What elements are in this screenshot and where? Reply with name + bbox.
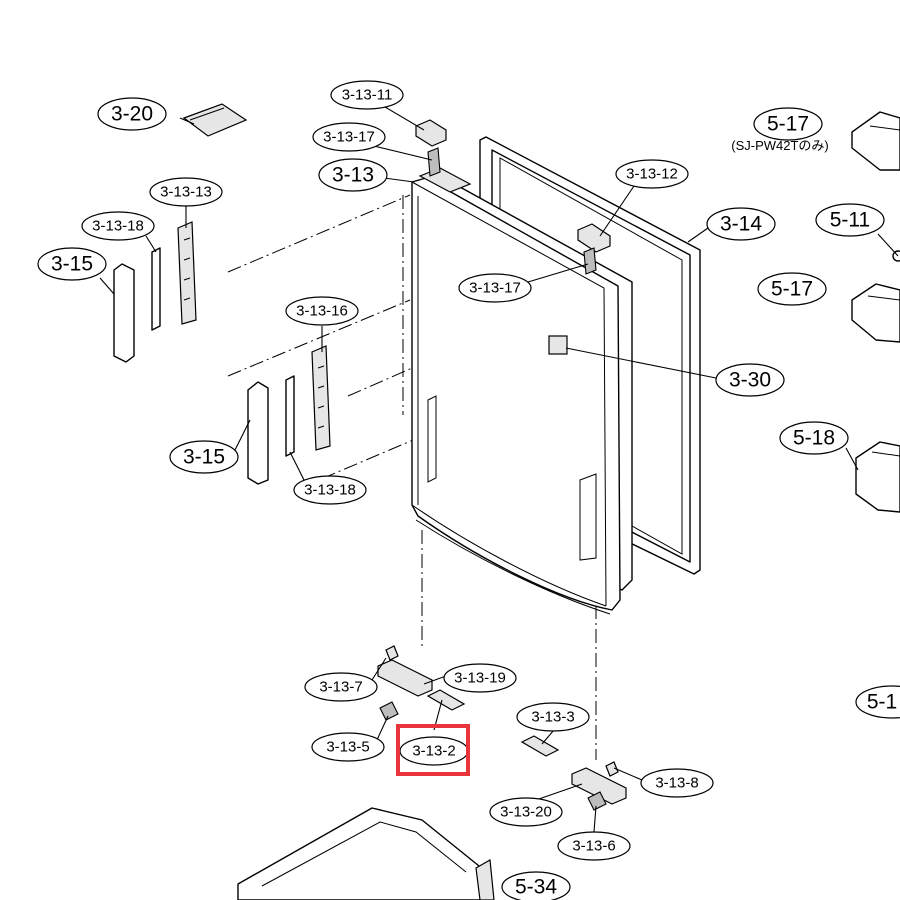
highlight-box	[396, 724, 470, 776]
svg-text:3-13-3: 3-13-3	[531, 709, 574, 726]
svg-text:3-15: 3-15	[51, 253, 93, 276]
hinge-pin-3-13-17-upper	[427, 147, 441, 177]
label-5-34: 5-34	[501, 871, 571, 900]
handle-frame-3-13-13	[177, 221, 197, 325]
svg-text:5-18: 5-18	[793, 427, 835, 450]
hinge-pin-3-13-17-lower	[583, 247, 597, 275]
label-3-13-20: 3-13-20	[489, 797, 563, 827]
shelf-5-17-lower	[851, 283, 900, 343]
svg-text:5-1: 5-1	[867, 691, 897, 714]
pin-3-13-8	[605, 761, 619, 777]
label-3-13-16: 3-13-16	[285, 296, 359, 326]
label-5-17-lower: 5-17	[757, 272, 827, 306]
label-3-13-12: 3-13-12	[615, 159, 689, 189]
handle-frame-3-13-16	[311, 345, 331, 451]
svg-text:(SJ-PW42Tのみ): (SJ-PW42Tのみ)	[731, 138, 829, 153]
svg-text:3-13-11: 3-13-11	[342, 87, 393, 104]
label-3-13-17-lower: 3-13-17	[458, 273, 532, 303]
svg-text:3-20: 3-20	[111, 103, 153, 126]
nut-3-13-5	[379, 701, 399, 721]
svg-text:5-17: 5-17	[771, 278, 813, 301]
label-3-13-13: 3-13-13	[149, 177, 223, 207]
svg-text:3-30: 3-30	[729, 369, 771, 392]
svg-text:5-17: 5-17	[767, 113, 809, 136]
svg-text:3-13-17: 3-13-17	[469, 280, 521, 297]
label-5-11: 5-11	[815, 203, 885, 237]
svg-text:3-14: 3-14	[720, 213, 762, 236]
label-3-13-7: 3-13-7	[304, 672, 378, 702]
label-3-30: 3-30	[715, 363, 785, 397]
label-plate-3-30	[548, 335, 568, 355]
label-3-13-2: 3-13-2	[396, 724, 470, 776]
bottom-hinge-parts	[377, 645, 627, 811]
door-shelves	[851, 111, 900, 513]
label-3-13-17-upper: 3-13-17	[312, 122, 386, 152]
svg-text:3-13: 3-13	[332, 164, 374, 187]
svg-text:3-13-19: 3-13-19	[454, 670, 506, 687]
label-3-13-18-lower: 3-13-18	[293, 475, 367, 505]
hinge-3-13-20	[571, 767, 627, 805]
pad-3-20	[182, 103, 248, 137]
svg-text:3-13-18: 3-13-18	[92, 218, 144, 235]
svg-text:3-13-18: 3-13-18	[304, 482, 356, 499]
bracket-3-13-12	[577, 223, 611, 253]
handle-cover-3-15-upper	[113, 263, 135, 363]
clip-5-11	[892, 250, 900, 262]
svg-text:3-13-13: 3-13-13	[160, 184, 212, 201]
label-3-15-lower: 3-15	[169, 440, 239, 474]
svg-text:3-13-16: 3-13-16	[296, 303, 348, 320]
label-3-13-11: 3-13-11	[330, 80, 404, 110]
label-3-13-5: 3-13-5	[311, 732, 385, 762]
label-3-15-upper: 3-15	[37, 247, 107, 281]
svg-text:3-15: 3-15	[183, 446, 225, 469]
label-3-13-19: 3-13-19	[443, 663, 517, 693]
label-3-13-8: 3-13-8	[640, 768, 714, 798]
top-hinge-parts	[415, 119, 611, 275]
svg-text:5-11: 5-11	[830, 209, 870, 232]
bracket-3-13-3	[520, 735, 560, 757]
bracket-3-13-2	[426, 689, 466, 711]
drawer-5-34	[237, 807, 495, 900]
label-5-17-upper: 5-17 (SJ-PW42Tのみ)	[731, 107, 829, 153]
pin-3-13-7	[385, 645, 399, 661]
label-3-13-18-upper: 3-13-18	[81, 211, 155, 241]
nut-3-13-6	[587, 791, 607, 811]
handle-group-lower	[247, 345, 331, 485]
handle-cover-3-15-lower	[247, 381, 269, 485]
strip-3-13-18-upper	[151, 247, 161, 331]
svg-text:3-13-17: 3-13-17	[323, 129, 375, 146]
label-3-20: 3-20	[97, 97, 167, 131]
svg-text:3-13-12: 3-13-12	[626, 166, 678, 183]
shelf-5-17-upper	[851, 111, 900, 171]
label-3-13-3: 3-13-3	[516, 702, 590, 732]
handle-group-upper	[113, 103, 248, 363]
label-3-14: 3-14	[706, 207, 776, 241]
hinge-3-13-19	[377, 659, 433, 697]
svg-text:3-13-5: 3-13-5	[326, 739, 369, 756]
svg-text:3-13-7: 3-13-7	[319, 679, 362, 696]
label-5-1x: 5-1	[855, 685, 900, 719]
shelf-5-18	[855, 441, 900, 513]
hinge-cap-3-13-11	[415, 119, 447, 147]
svg-text:5-34: 5-34	[515, 876, 557, 899]
svg-text:3-13-2: 3-13-2	[412, 743, 455, 760]
label-3-13-6: 3-13-6	[557, 831, 631, 861]
label-3-13: 3-13	[318, 158, 388, 192]
svg-text:3-13-20: 3-13-20	[500, 804, 552, 821]
label-5-18: 5-18	[779, 421, 849, 455]
svg-text:3-13-6: 3-13-6	[572, 838, 615, 855]
svg-text:3-13-8: 3-13-8	[655, 775, 698, 792]
strip-3-13-18-lower	[285, 375, 295, 457]
